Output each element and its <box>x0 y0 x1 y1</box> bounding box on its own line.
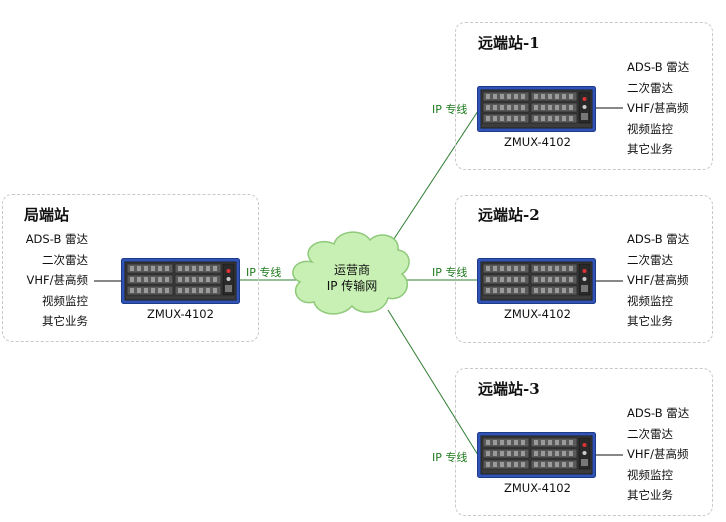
local-link-label: IP 专线 <box>246 266 282 279</box>
service-item: 视频监控 <box>42 293 88 308</box>
service-item: 二次雷达 <box>627 80 673 95</box>
service-item: 视频监控 <box>627 467 673 482</box>
remote-station-1-box <box>455 22 713 170</box>
cloud-shape <box>292 231 410 315</box>
local-station-services: ADS-B 雷达 二次雷达 VHF/甚高频 视频监控 其它业务 <box>14 229 88 332</box>
service-item: 二次雷达 <box>42 252 88 267</box>
service-item: 其它业务 <box>627 314 673 328</box>
service-item: ADS-B 雷达 <box>627 232 690 246</box>
cloud-label-line1: 运营商 <box>333 263 370 277</box>
remote-link-3-label: IP 专线 <box>432 451 468 464</box>
local-station-title: 局端站 <box>24 206 70 224</box>
service-item: ADS-B 雷达 <box>627 60 690 74</box>
service-item: VHF/甚高频 <box>26 273 88 287</box>
remote-device-2 <box>477 258 596 308</box>
remote-station-2-box <box>455 195 713 343</box>
service-item: 视频监控 <box>627 121 673 136</box>
remote-station-2-services: ADS-B 雷达 二次雷达 VHF/甚高频 视频监控 其它业务 <box>627 229 689 332</box>
remote-device-2-label: ZMUX-4102 <box>504 307 571 321</box>
remote-link-1-label: IP 专线 <box>432 103 468 116</box>
service-item: 其它业务 <box>627 488 673 502</box>
link-cloud-remote-1 <box>387 110 479 249</box>
service-item: 视频监控 <box>627 293 673 308</box>
service-item: ADS-B 雷达 <box>25 232 88 246</box>
remote-station-1-services: ADS-B 雷达 二次雷达 VHF/甚高频 视频监控 其它业务 <box>627 57 689 160</box>
remote-device-1 <box>477 86 596 136</box>
service-item: 二次雷达 <box>627 252 673 267</box>
cloud-label: 运营商 IP 传输网 <box>314 262 390 294</box>
service-item: VHF/甚高频 <box>627 273 689 287</box>
service-item: 其它业务 <box>42 314 88 328</box>
service-item: 二次雷达 <box>627 426 673 441</box>
remote-device-3-label: ZMUX-4102 <box>504 481 571 495</box>
local-device <box>121 258 240 308</box>
cloud-label-line2: IP 传输网 <box>326 279 378 293</box>
service-item: VHF/甚高频 <box>627 447 689 461</box>
remote-station-2-title: 远端站-2 <box>478 206 540 224</box>
remote-link-2-label: IP 专线 <box>432 266 468 279</box>
remote-station-3-box <box>455 368 713 516</box>
remote-station-1-title: 远端站-1 <box>478 34 540 52</box>
remote-device-3 <box>477 432 596 482</box>
remote-device-1-label: ZMUX-4102 <box>504 135 571 149</box>
link-cloud-remote-3 <box>387 309 479 456</box>
service-item: 其它业务 <box>627 142 673 156</box>
service-item: VHF/甚高频 <box>627 101 689 115</box>
remote-station-3-title: 远端站-3 <box>478 380 540 398</box>
remote-station-3-services: ADS-B 雷达 二次雷达 VHF/甚高频 视频监控 其它业务 <box>627 403 689 506</box>
local-station-box <box>2 194 259 342</box>
local-device-label: ZMUX-4102 <box>147 307 214 321</box>
service-item: ADS-B 雷达 <box>627 406 690 420</box>
